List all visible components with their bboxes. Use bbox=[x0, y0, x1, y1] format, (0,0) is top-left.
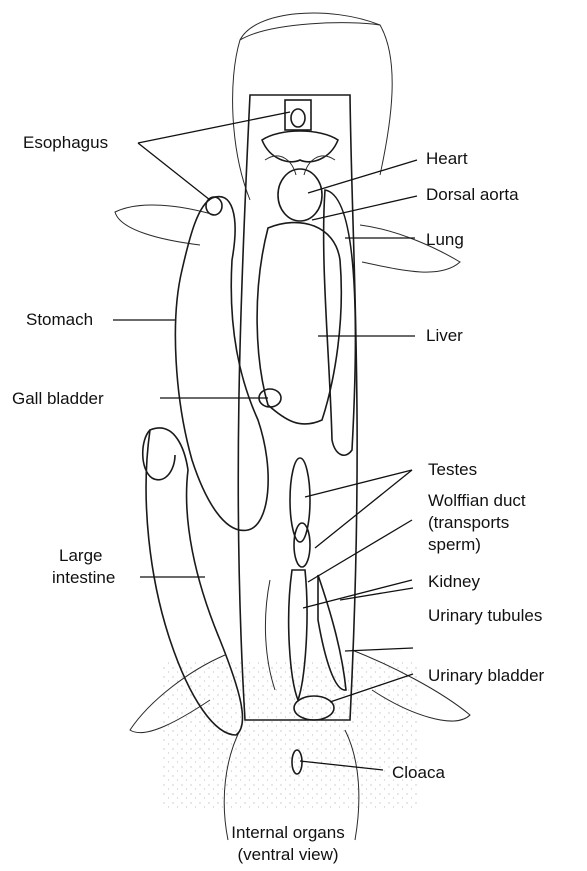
label-esophagus: Esophagus bbox=[23, 132, 108, 153]
label-urinary-bladder: Urinary bladder bbox=[428, 665, 544, 686]
label-liver: Liver bbox=[426, 325, 463, 346]
label-dorsal-aorta: Dorsal aorta bbox=[426, 184, 519, 205]
liver-illustration bbox=[257, 223, 341, 424]
label-cloaca: Cloaca bbox=[392, 762, 445, 783]
label-wolffian-duct-line2: (transports bbox=[428, 512, 509, 533]
label-heart: Heart bbox=[426, 148, 468, 169]
esophagus-illustration bbox=[285, 100, 311, 130]
caption-line1: Internal organs bbox=[183, 822, 393, 844]
heart-illustration bbox=[262, 131, 338, 221]
label-wolffian-duct-line3: sperm) bbox=[428, 534, 481, 555]
label-large-intestine-line1: Large bbox=[59, 545, 102, 566]
label-kidney: Kidney bbox=[428, 571, 480, 592]
label-gall-bladder: Gall bladder bbox=[12, 388, 104, 409]
stomach-illustration bbox=[175, 197, 268, 531]
label-testes: Testes bbox=[428, 459, 477, 480]
esophagus-opening bbox=[206, 197, 222, 215]
label-stomach: Stomach bbox=[26, 309, 93, 330]
caption-line2: (ventral view) bbox=[183, 844, 393, 866]
label-lung: Lung bbox=[426, 229, 464, 250]
label-wolffian-duct-line1: Wolffian duct bbox=[428, 490, 526, 511]
body-cavity bbox=[238, 95, 357, 720]
label-urinary-tubules: Urinary tubules bbox=[428, 605, 542, 626]
label-large-intestine-line2: intestine bbox=[52, 567, 115, 588]
testes-illustration bbox=[290, 458, 310, 567]
